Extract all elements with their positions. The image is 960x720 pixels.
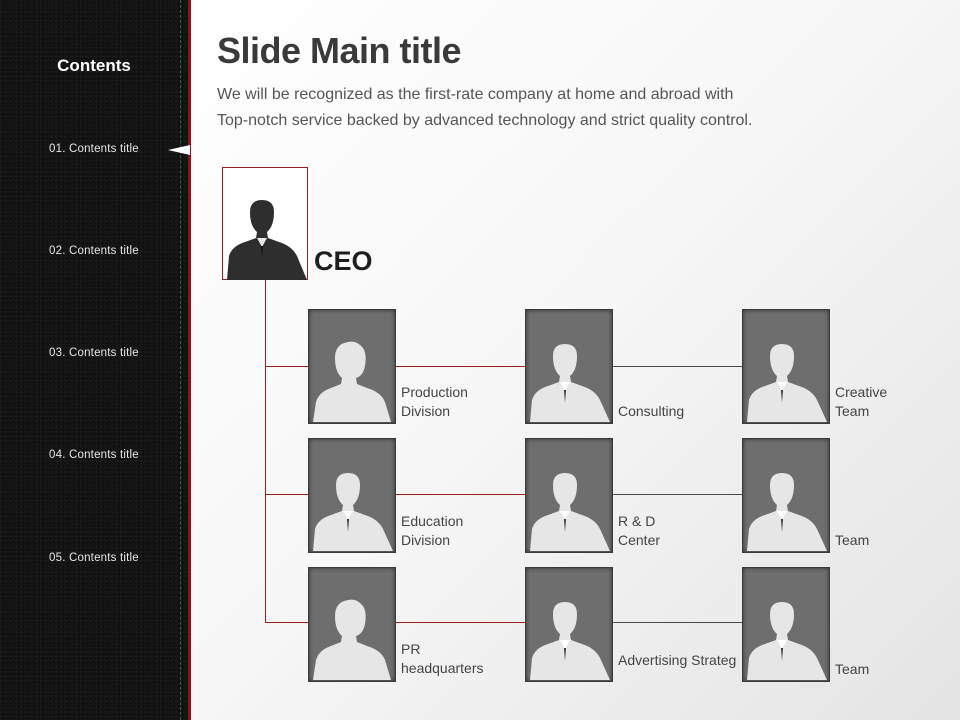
person-woman-icon	[313, 599, 391, 680]
active-item-pointer-icon	[168, 145, 190, 155]
sidebar-item-04[interactable]: 04. Contents title	[49, 449, 139, 461]
org-connector-line-3	[612, 622, 744, 623]
sidebar-red-edge	[188, 0, 191, 720]
ceo-label: CEO	[314, 246, 373, 276]
slide-title: Slide Main title	[217, 30, 462, 71]
org-label-team-3: Team	[835, 661, 870, 677]
sidebar-heading: Contents	[57, 56, 131, 75]
person-man-icon	[530, 344, 610, 422]
slide-subtitle-line-1: We will be recognized as the first-rate …	[217, 86, 734, 103]
org-connector-line-2	[612, 494, 744, 495]
person-man-icon	[747, 602, 827, 680]
person-man-icon	[747, 344, 827, 422]
sidebar-stitch-divider	[180, 0, 181, 720]
slide-subtitle-line-2: Top-notch service backed by advanced tec…	[217, 112, 753, 129]
org-label-advertising-strategy: Advertising Strateg	[618, 652, 737, 668]
sidebar-item-05[interactable]: 05. Contents title	[49, 552, 139, 564]
sidebar-item-03[interactable]: 03. Contents title	[49, 347, 139, 359]
org-photo-production-division[interactable]	[309, 310, 395, 423]
org-connector-line-1	[612, 366, 744, 367]
sidebar-item-01[interactable]: 01. Contents title	[49, 143, 139, 155]
person-man-icon	[530, 473, 610, 551]
org-photo-pr-headquarters[interactable]	[309, 568, 395, 681]
org-branch-line-2	[265, 494, 527, 495]
person-man-icon	[227, 200, 307, 280]
org-photo-creative-team[interactable]	[743, 310, 829, 423]
org-photo-team-2[interactable]	[743, 439, 829, 552]
org-branch-line-3	[265, 622, 527, 623]
ceo-photo-frame[interactable]	[222, 167, 308, 280]
org-photo-education-division[interactable]	[309, 439, 395, 552]
org-photo-team-3[interactable]	[743, 568, 829, 681]
org-branch-line-1	[265, 366, 527, 367]
sidebar	[0, 0, 188, 720]
org-trunk-line	[265, 280, 266, 623]
org-photo-rd-center[interactable]	[526, 439, 612, 552]
person-man-icon	[747, 473, 827, 551]
sidebar-item-02[interactable]: 02. Contents title	[49, 245, 139, 257]
org-label-consulting: Consulting	[618, 403, 685, 419]
org-label-team-2: Team	[835, 532, 870, 548]
org-photo-advertising-strategy[interactable]	[526, 568, 612, 681]
person-man-icon	[530, 602, 610, 680]
person-man-icon	[313, 473, 393, 551]
person-woman-icon	[313, 341, 391, 422]
org-photo-consulting[interactable]	[526, 310, 612, 423]
